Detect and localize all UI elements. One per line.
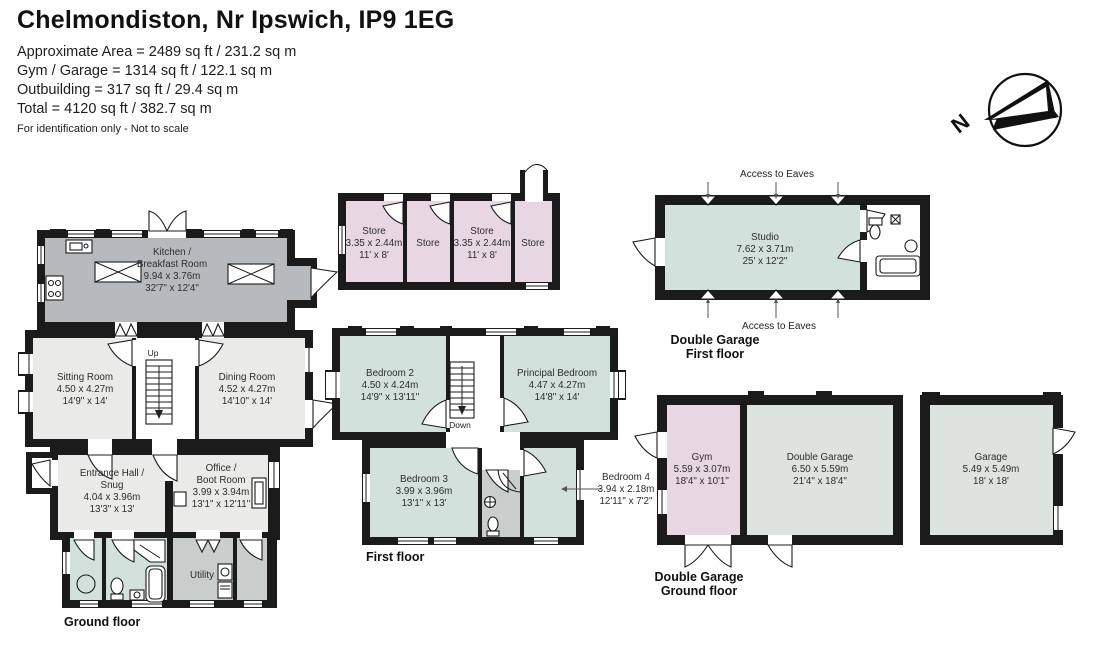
bedroom4-dims: 12'11" x 7'2" (599, 496, 653, 507)
dining-room-dims: 4.52 x 4.27m (219, 384, 276, 395)
first-floor-plan (325, 326, 626, 545)
room-store4 (515, 201, 552, 282)
garage-ground-doors (634, 431, 793, 568)
store2-label: Store (416, 238, 440, 249)
garage-first-floor-label: Double Garage (671, 333, 760, 347)
studio-bathroom-fixtures (868, 214, 921, 277)
office-dims: 13'1" x 12'11" (192, 499, 251, 510)
bedroom4-dims: 3.94 x 2.18m (598, 484, 655, 495)
stores-plan (338, 163, 560, 290)
sitting-room-label: Sitting Room (57, 372, 113, 383)
store3-dims: 3.35 x 2.44m (454, 238, 511, 249)
kitchen-dims: 9.94 x 3.76m (144, 271, 201, 282)
area-line: Outbuilding = 317 sq ft / 29.4 sq m (17, 82, 239, 98)
access-to-eaves-top-label: Access to Eaves (740, 169, 814, 180)
utility-label: Utility (190, 570, 214, 581)
garage-dims: 5.49 x 5.49m (963, 464, 1020, 475)
bedroom4-label: Bedroom 4 (602, 472, 650, 483)
stairs-down-label: Down (449, 420, 471, 430)
garage-doors (1052, 427, 1076, 530)
bedroom2-dims: 14'9" x 13'11" (361, 392, 420, 403)
page-title: Chelmondiston, Nr Ipswich, IP9 1EG (17, 6, 455, 34)
garage-ground-floor-label: Ground floor (661, 584, 738, 598)
bedroom3-label: Bedroom 3 (400, 474, 448, 485)
garage-ground-plan (634, 391, 903, 568)
ground-doors (31, 210, 339, 563)
double-garage-label: Double Garage (787, 452, 854, 463)
store3-dims: 11' x 8' (467, 250, 497, 261)
gym-dims: 18'4" x 10'1" (675, 476, 729, 487)
bathroom-fixtures (76, 477, 267, 603)
stores-doors-windows (339, 163, 548, 289)
store1-dims: 11' x 8' (359, 250, 389, 261)
gym-dims: 5.59 x 3.07m (674, 464, 731, 475)
ground-floor-plan (18, 210, 339, 608)
store3-label: Store (470, 226, 494, 237)
kitchen-dims: 32'7" x 12'4" (145, 283, 199, 294)
kitchen-label: Breakfast Room (137, 259, 207, 270)
area-line: Gym / Garage = 1314 sq ft / 122.1 sq m (17, 63, 273, 79)
room-double-garage (747, 405, 893, 535)
studio-dims: 25' x 12'2" (743, 256, 788, 267)
stairs-down (449, 361, 475, 419)
garage-label: Garage (975, 452, 1008, 463)
double-garage-dims: 21'4" x 18'4" (793, 476, 847, 487)
area-line: Approximate Area = 2489 sq ft / 231.2 sq… (17, 44, 297, 60)
bedroom4-leader-arrow (561, 486, 567, 492)
garage-plan (920, 392, 1076, 545)
room-gym (667, 405, 740, 535)
garage-dims: 18' x 18' (973, 476, 1009, 487)
eaves-notches (698, 182, 848, 318)
header: Chelmondiston, Nr Ipswich, IP9 1EG Appro… (17, 6, 454, 135)
principal-bedroom-label: Principal Bedroom (517, 368, 597, 379)
bedroom3-dims: 13'1" x 13' (402, 498, 447, 509)
entrance-hall-dims: 13'3" x 13' (90, 504, 135, 515)
store4-label: Store (521, 238, 545, 249)
double-garage-dims: 6.50 x 5.59m (792, 464, 849, 475)
sitting-room-dims: 4.50 x 4.27m (57, 384, 114, 395)
disclaimer: For identification only - Not to scale (17, 123, 189, 135)
ground-floor-label: Ground floor (64, 615, 141, 629)
bedroom2-dims: 4.50 x 4.24m (362, 380, 419, 391)
studio-dims: 7.62 x 3.71m (737, 244, 794, 255)
gym-label: Gym (692, 452, 713, 463)
studio-plan (632, 182, 930, 318)
entrance-hall-label: Snug (101, 480, 124, 491)
room-labels: Kitchen / Breakfast Room 9.94 x 3.76m 32… (57, 169, 1020, 629)
compass-north-label: N (946, 109, 974, 138)
bedroom2-label: Bedroom 2 (366, 368, 414, 379)
entrance-hall-dims: 4.04 x 3.96m (84, 492, 141, 503)
sitting-room-dims: 14'9" x 14' (63, 396, 108, 407)
stairs-up-label: Up (148, 348, 159, 358)
store1-dims: 3.35 x 2.44m (346, 238, 403, 249)
dining-room-dims: 14'10" x 14' (222, 396, 272, 407)
store1-label: Store (362, 226, 386, 237)
principal-bedroom-dims: 4.47 x 4.27m (529, 380, 586, 391)
first-floor-doors (421, 397, 547, 493)
room-studio (665, 205, 860, 290)
dining-room-label: Dining Room (219, 372, 276, 383)
compass-icon: N (946, 72, 1063, 148)
bedroom3-dims: 3.99 x 3.96m (396, 486, 453, 497)
room-garage (930, 405, 1053, 535)
first-floor-windows (332, 329, 618, 544)
office-dims: 3.99 x 3.94m (193, 487, 250, 498)
garage-first-floor-label: First floor (686, 347, 744, 361)
first-floor-label: First floor (366, 550, 424, 564)
ground-windows (25, 231, 313, 607)
studio-label: Studio (751, 232, 779, 243)
kitchen-fixtures (45, 239, 275, 301)
principal-bedroom-dims: 14'8" x 14' (535, 392, 580, 403)
stairs-up (145, 359, 173, 425)
access-to-eaves-bottom-label: Access to Eaves (742, 321, 816, 332)
office-label: Boot Room (196, 475, 245, 486)
area-line: Total = 4120 sq ft / 382.7 sq m (17, 101, 212, 117)
office-label: Office / (206, 463, 237, 474)
room-dining-room (199, 338, 305, 439)
entrance-hall-label: Entrance Hall / (80, 468, 145, 479)
shower-room-fixtures (483, 469, 521, 537)
garage-ground-floor-label: Double Garage (655, 570, 744, 584)
kitchen-label: Kitchen / (153, 247, 191, 258)
